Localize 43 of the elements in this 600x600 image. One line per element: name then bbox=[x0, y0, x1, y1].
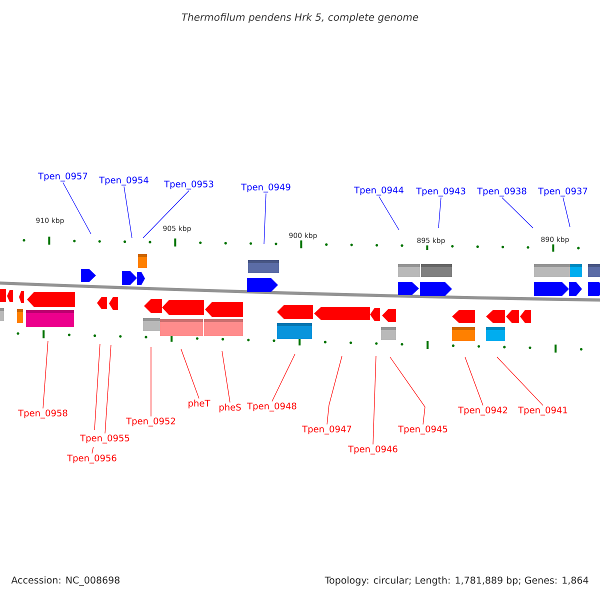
gene-label: Tpen_0949 bbox=[241, 184, 290, 192]
gene-label: pheS bbox=[219, 404, 241, 412]
gene-label: Tpen_0937 bbox=[538, 188, 588, 196]
leader-line bbox=[92, 344, 100, 454]
gene-label: Tpen_0938 bbox=[477, 188, 526, 196]
gene-label: pheT bbox=[188, 400, 210, 408]
gene-label: Tpen_0942 bbox=[458, 406, 508, 416]
gene-label: Tpen_0948 bbox=[247, 402, 296, 412]
leader-line bbox=[150, 346, 152, 417]
leader-line bbox=[438, 197, 442, 228]
leader-line bbox=[264, 193, 266, 244]
leader-line bbox=[142, 190, 190, 238]
leader-line bbox=[326, 356, 342, 425]
leader-line bbox=[502, 197, 534, 228]
leader-line bbox=[562, 197, 570, 228]
gene-label: Tpen_0956 bbox=[67, 454, 116, 464]
gene-label: Tpen_0946 bbox=[348, 446, 398, 454]
leader-line bbox=[222, 350, 230, 403]
gene-label: Tpen_0945 bbox=[398, 426, 448, 434]
leader-line bbox=[180, 348, 200, 399]
gene-label: Tpen_0955 bbox=[80, 434, 130, 444]
footer-text: Accession: NC_008698 bbox=[10, 575, 122, 587]
leader-line bbox=[104, 344, 112, 434]
gene-label: Tpen_0947 bbox=[302, 426, 352, 434]
gene-label: Tpen_0952 bbox=[126, 418, 176, 426]
leader-line bbox=[390, 356, 426, 425]
leader-line bbox=[378, 196, 400, 230]
gene-label: Tpen_0941 bbox=[518, 406, 568, 416]
leader-line bbox=[496, 356, 544, 406]
leader-line bbox=[42, 340, 48, 409]
gene-label: Tpen_0954 bbox=[99, 176, 148, 186]
gene-label: Tpen_0957 bbox=[38, 172, 88, 182]
leader-line bbox=[372, 356, 376, 445]
gene-label: Tpen_0958 bbox=[18, 410, 68, 418]
leader-line bbox=[124, 186, 132, 238]
leader-line bbox=[464, 356, 484, 406]
gene-label: Tpen_0944 bbox=[354, 186, 404, 196]
gene-label: Tpen_0953 bbox=[164, 180, 214, 190]
gene-label: Tpen_0943 bbox=[416, 188, 466, 196]
leader-line bbox=[62, 182, 92, 234]
footer-text: Topology: circular; Length: 1,781,889 bp; Genes: 1,864 bbox=[324, 575, 590, 587]
leader-line bbox=[272, 354, 296, 402]
title: Thermofilum pendens Hrk 5, complete genome bbox=[182, 13, 418, 23]
